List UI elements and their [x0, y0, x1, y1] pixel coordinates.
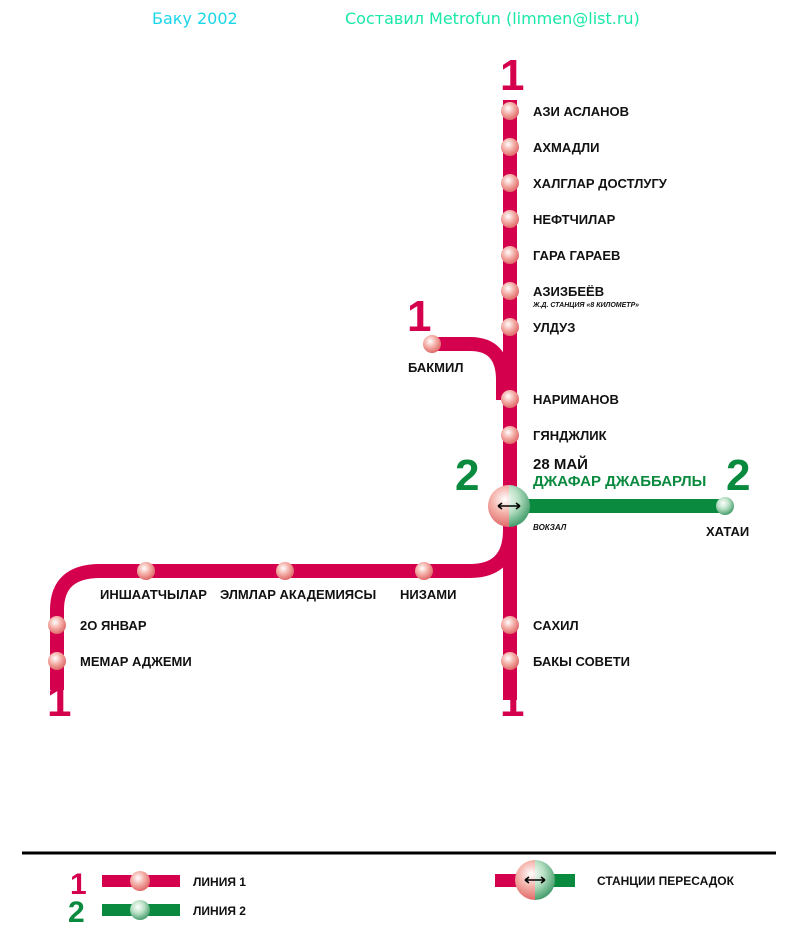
station-gyandzh[interactable] — [501, 426, 519, 444]
station-label-halglar: ХАЛГЛАР ДОСТЛУГУ — [533, 176, 668, 191]
legend-line-2-station-icon — [130, 900, 150, 920]
legend-transfer-label: СТАНЦИИ ПЕРЕСАДОК — [597, 874, 735, 888]
station-note-aziz: Ж.Д. СТАНЦИЯ «8 КИЛОМЕТР» — [532, 302, 639, 309]
station-aziz[interactable] — [501, 282, 519, 300]
station-azi[interactable] — [501, 102, 519, 120]
line-2-number-left: 2 — [455, 451, 479, 500]
station-bakmil[interactable] — [423, 335, 441, 353]
legend-line-1-number: 1 — [70, 868, 87, 901]
line-1-number-bakmil: 1 — [407, 292, 431, 341]
station-label-ahmadli: АХМАДЛИ — [533, 140, 600, 155]
station-ahmadli[interactable] — [501, 138, 519, 156]
transfer-station-28-may[interactable] — [488, 485, 530, 527]
station-halglar[interactable] — [501, 174, 519, 192]
station-elmlar[interactable] — [276, 562, 294, 580]
station-label-aziz: АЗИЗБЕЁВ — [533, 284, 604, 299]
station-label-jan20: 2О ЯНВАР — [80, 618, 147, 633]
line-1-number-left: 1 — [47, 677, 71, 726]
station-label-jafar: ДЖАФАР ДЖАББАРЛЫ — [533, 473, 706, 490]
station-label-28-may: 28 МАЙ — [533, 455, 588, 473]
legend-line-2-number: 2 — [68, 896, 85, 929]
header-city-year: Баку 2002 — [152, 9, 238, 28]
line-1-track — [50, 100, 517, 700]
station-label-baky: БАКЫ СОВЕТИ — [533, 654, 630, 669]
station-label-nizami: НИЗАМИ — [400, 587, 456, 602]
legend-transfer-icon — [515, 860, 555, 900]
line-1-number-top: 1 — [500, 51, 524, 100]
station-label-azi: АЗИ АСЛАНОВ — [533, 104, 629, 119]
station-label-insh: ИНШААТЧЫЛАР — [100, 587, 207, 602]
station-label-bakmil: БАКМИЛ — [408, 360, 463, 375]
station-ulduz[interactable] — [501, 318, 519, 336]
line-2-number-right: 2 — [726, 451, 750, 500]
station-insh[interactable] — [137, 562, 155, 580]
station-baky[interactable] — [501, 652, 519, 670]
transfer-arrow-icon — [497, 502, 521, 510]
legend-line-1-station-icon — [130, 871, 150, 891]
station-gara[interactable] — [501, 246, 519, 264]
station-label-memar: МЕМАР АДЖЕМИ — [80, 654, 192, 669]
station-label-gara: ГАРА ГАРАЕВ — [533, 248, 620, 263]
station-label-elmlar: ЭЛМЛАР АКАДЕМИЯСЫ — [220, 587, 376, 602]
station-label-vokzal: ВОКЗАЛ — [533, 523, 567, 532]
legend-line-2-label: ЛИНИЯ 2 — [193, 904, 246, 918]
station-neft[interactable] — [501, 210, 519, 228]
station-label-ulduz: УЛДУЗ — [533, 320, 575, 335]
station-memar[interactable] — [48, 652, 66, 670]
station-label-sahil: САХИЛ — [533, 618, 579, 633]
station-label-gyandzh: ГЯНДЖЛИК — [533, 428, 607, 443]
station-label-neft: НЕФТЧИЛАР — [533, 212, 616, 227]
station-hatai[interactable] — [716, 497, 734, 515]
station-jan20[interactable] — [48, 616, 66, 634]
station-label-nariman: НАРИМАНОВ — [533, 392, 619, 407]
legend-line-1-label: ЛИНИЯ 1 — [193, 875, 246, 889]
line-1-number-bottom: 1 — [500, 677, 524, 726]
station-nariman[interactable] — [501, 390, 519, 408]
station-nizami[interactable] — [415, 562, 433, 580]
header-author: Составил Metrofun (limmen@list.ru) — [345, 9, 640, 28]
station-label-hatai: ХАТАИ — [706, 524, 749, 539]
station-sahil[interactable] — [501, 616, 519, 634]
